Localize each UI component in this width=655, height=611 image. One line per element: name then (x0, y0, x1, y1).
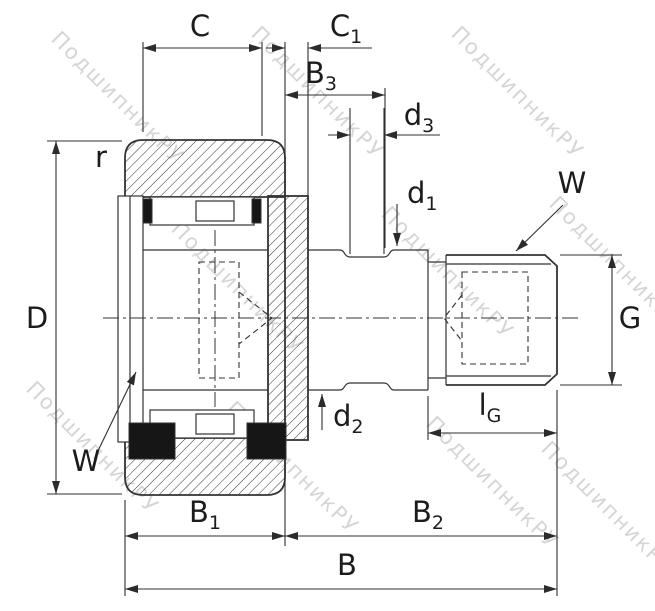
label-d1: d1 (407, 176, 438, 215)
dim-C: C (142, 9, 263, 136)
label-r: r (95, 140, 107, 174)
stud-shaft (308, 249, 447, 391)
label-B3: B3 (305, 56, 337, 95)
label-D: D (26, 301, 48, 335)
watermarks: ПодшипникРУ ПодшипникРУ ПодшипникРУ Подш… (21, 22, 655, 579)
label-d2: d2 (333, 399, 364, 438)
seal-top-left (142, 198, 153, 224)
dim-d3: d3 (328, 98, 440, 254)
label-B2: B2 (412, 495, 444, 534)
watermark: ПодшипникРУ (536, 437, 655, 579)
dimensions: C C1 B3 d3 d1 (26, 9, 641, 596)
dim-B3: B3 (285, 56, 386, 248)
seal-bottom-left (128, 422, 176, 460)
label-d3: d3 (404, 98, 435, 137)
label-B1: B1 (189, 495, 221, 534)
thread-section (446, 254, 558, 386)
watermark: ПодшипникРУ (446, 22, 588, 164)
bearing-drawing (103, 139, 580, 496)
needle-rollers-top (149, 196, 255, 226)
label-lG: lG (479, 388, 502, 427)
dim-lG: lG (427, 388, 558, 596)
label-C: C (190, 9, 210, 43)
seal-bottom-right (246, 422, 287, 460)
dim-d1: d1 (393, 176, 438, 246)
dim-W-roller: W (72, 371, 137, 478)
outer-ring-top-section (124, 139, 286, 198)
dim-W-stud: W (515, 166, 587, 252)
dim-D: D (26, 140, 122, 495)
label-W-stud: W (558, 166, 587, 200)
label-G: G (619, 301, 641, 335)
dim-B: B (125, 548, 557, 593)
dim-C1: C1 (266, 9, 372, 196)
label-W-roller: W (72, 444, 101, 478)
dim-d2: d2 (318, 394, 364, 438)
dim-G: G (560, 254, 641, 386)
label-B: B (337, 548, 357, 582)
seal-top-right (251, 198, 262, 224)
dim-B1-B2: B1 B2 (124, 462, 557, 596)
label-C1: C1 (330, 9, 362, 48)
